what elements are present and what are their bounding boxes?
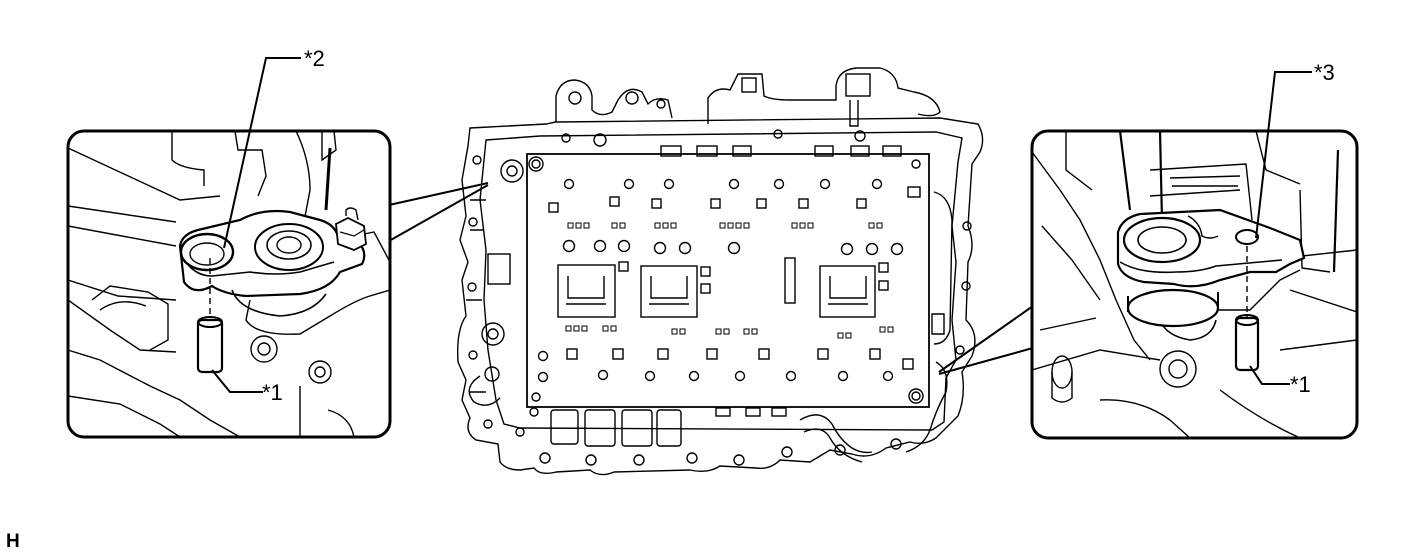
zoom-pointers: [388, 182, 1034, 375]
corner-mark: H: [6, 531, 20, 552]
callout-label-right-bottom: *1: [1290, 372, 1311, 397]
callout-label-left-top: *2: [304, 46, 325, 71]
left-leaders: [211, 57, 301, 393]
left-detail-panel: [66, 129, 392, 439]
callout-label-left-bottom: *1: [262, 380, 283, 405]
right-leaders: [1249, 71, 1312, 385]
center-assembly: [456, 67, 984, 476]
right-detail-panel: [1030, 129, 1359, 440]
callout-label-right-top: *3: [1314, 60, 1335, 85]
